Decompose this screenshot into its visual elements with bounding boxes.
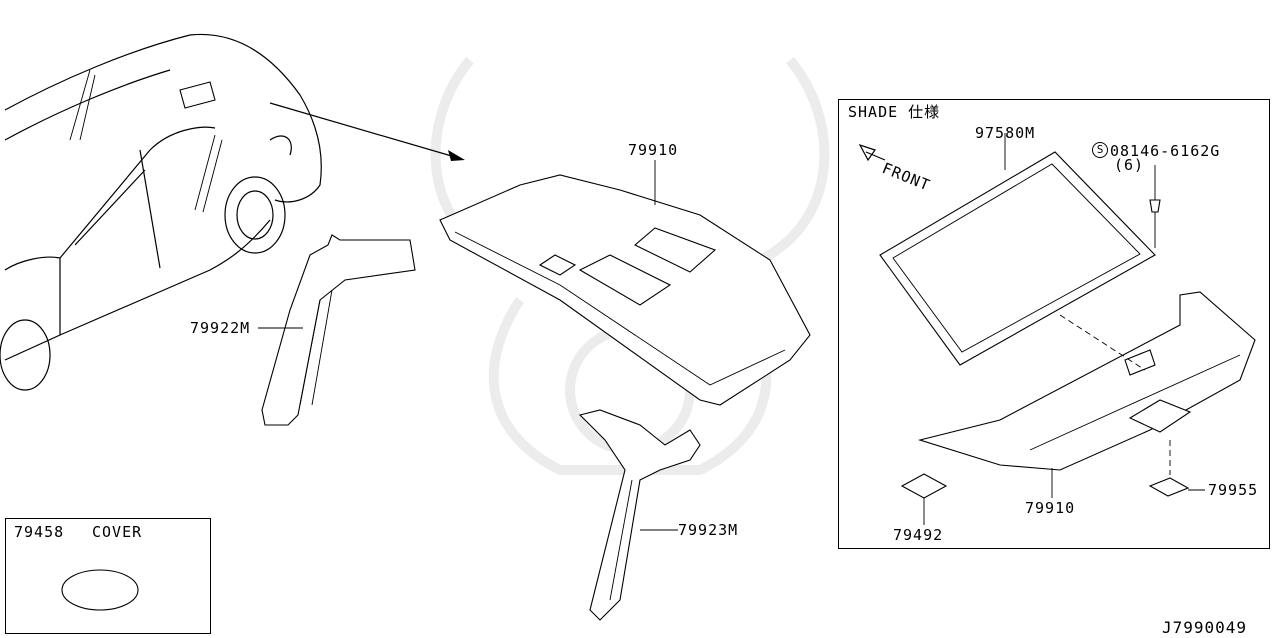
shade-assembly [858,133,1161,366]
headlining-main [439,160,811,406]
label-shade-unit: 97580M [975,124,1036,142]
cover-ellipse [61,569,139,611]
shade-lining [917,291,1256,498]
pad-and-clip [900,473,1205,525]
label-clip: 79955 [1208,481,1259,499]
pointer-arrow [269,102,465,161]
label-shade-lining: 79910 [1025,499,1076,517]
label-bolt: 08146-6162G [1110,142,1221,160]
label-headlining: 79910 [628,141,679,159]
diagram-id: J7990049 [1162,618,1248,637]
shade-spec-box [838,99,1270,549]
cover-part-no: 79458 [14,523,65,541]
label-pillar-right: 79923M [678,521,739,539]
cover-box [5,518,211,634]
bolt-marker-circle: S [1092,142,1108,158]
label-pad: 79492 [893,526,944,544]
cover-name: COVER [92,523,143,541]
shade-box-title: SHADE 仕様 [848,103,941,121]
label-pillar-left: 79922M [190,319,251,337]
label-bolt-qty: (6) [1114,156,1145,174]
pillar-finisher-right [578,409,701,621]
pillar-finisher-left [258,234,416,426]
car-outline [0,33,322,391]
